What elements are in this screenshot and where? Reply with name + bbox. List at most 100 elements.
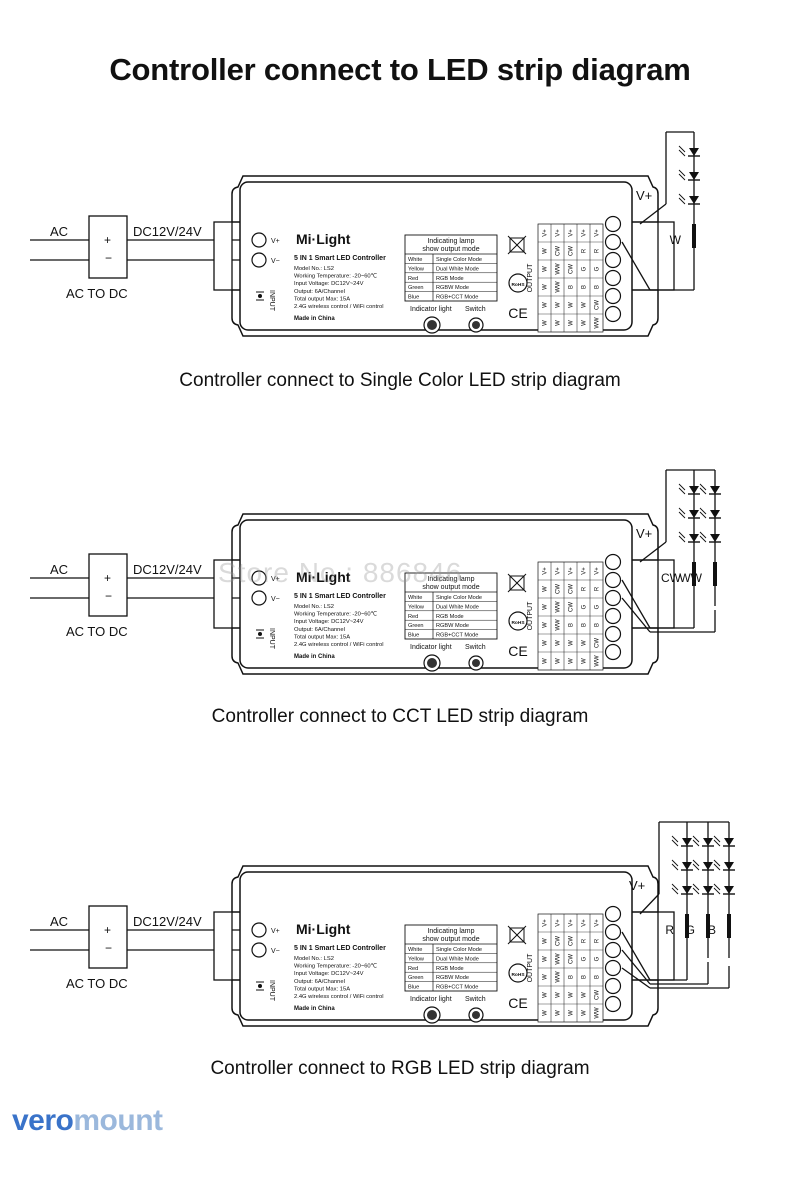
output-grid-cell: R	[582, 248, 588, 253]
channel-resistor	[713, 562, 717, 586]
controller-spec-line: Input Voltage: DC12V~24V	[294, 281, 364, 287]
output-grid-cell: CW	[595, 638, 601, 648]
led-ray	[671, 835, 679, 843]
psu-minus: −	[105, 941, 112, 955]
ce-mark: CE	[508, 643, 527, 659]
input-terminal-minus	[251, 942, 267, 958]
output-terminal	[604, 905, 622, 923]
channel-wire-to-terminal	[621, 579, 651, 629]
switch-label: Switch	[465, 996, 486, 1003]
output-grid-cell: W	[543, 956, 549, 962]
output-grid-cell: V+	[543, 919, 549, 927]
rohs-badge-icon	[508, 611, 528, 631]
switch-core	[472, 659, 480, 667]
indicator-light-core	[427, 320, 437, 330]
led-ray	[678, 511, 686, 519]
controller-spec-line: Working Temperature: -20~60℃	[294, 963, 378, 970]
table-color-cell: Red	[408, 276, 418, 282]
controller-product-name: 5 IN 1 Smart LED Controller	[294, 255, 386, 262]
rohs-badge-icon	[508, 273, 528, 293]
led-ray	[692, 887, 700, 895]
led-ray	[671, 863, 679, 871]
table-header-line1: Indicating lamp	[427, 576, 474, 583]
weee-icon	[509, 575, 525, 591]
output-grid-cell: V+	[595, 567, 601, 575]
led-icon	[703, 838, 713, 846]
output-grid-cell: B	[582, 285, 588, 289]
led-ray	[692, 839, 700, 847]
table-color-cell: White	[408, 947, 422, 953]
output-terminal	[604, 941, 622, 959]
diagram-caption-cct: Controller connect to CCT LED strip diag…	[211, 706, 589, 727]
switch-label: Switch	[465, 644, 486, 651]
table-mode-cell: RGB+CCT Mode	[436, 985, 478, 991]
input-terminal-plus	[251, 232, 267, 248]
diagram-caption-single-color: Controller connect to Single Color LED s…	[179, 370, 621, 391]
channel-label: WW	[679, 571, 702, 585]
output-grid-cell: W	[543, 622, 549, 628]
indicator-light-core	[427, 1010, 437, 1020]
output-grid-cell: V+	[543, 229, 549, 237]
output-terminal	[604, 553, 622, 571]
channel-resistor	[692, 224, 696, 248]
output-terminal	[604, 607, 622, 625]
rgb-wiring-svg: AC+−AC TO DCDC12V/24VV+V−INPUTMi·Light5 …	[30, 821, 735, 1027]
led-ray	[713, 839, 721, 847]
veromount-logo: veromount	[12, 1104, 163, 1138]
led-icon	[689, 534, 699, 542]
weee-cross	[507, 235, 527, 255]
controller-spec-line: Total output Max: 15A	[294, 296, 350, 302]
logo-part-mount: mount	[73, 1104, 163, 1137]
output-grid-cell: B	[582, 623, 588, 627]
output-grid-cell: CW	[595, 990, 601, 1000]
output-grid-cell: V+	[556, 229, 562, 237]
led-ray	[699, 487, 707, 495]
controller-spec-line: Output: 6A/Channel	[294, 979, 345, 985]
table-color-cell: Blue	[408, 633, 419, 639]
psu-plus: +	[104, 571, 111, 585]
led-icon	[710, 534, 720, 542]
output-grid-cell: V+	[569, 567, 575, 575]
channel-wire-to-terminal	[621, 241, 651, 291]
table-mode-cell: RGBW Mode	[436, 623, 469, 629]
output-grid-cell: CW	[556, 246, 562, 256]
led-icon	[703, 886, 713, 894]
output-terminal	[604, 269, 622, 287]
vplus-label: V+	[636, 526, 652, 541]
input-label: INPUT	[268, 980, 275, 1002]
table-mode-cell: RGB+CCT Mode	[436, 633, 478, 639]
led-icon	[710, 510, 720, 518]
input-polarity-dot	[258, 294, 262, 298]
output-terminal	[604, 995, 622, 1013]
output-terminal	[604, 923, 622, 941]
output-grid-cell: WW	[595, 1007, 601, 1019]
switch-label: Switch	[465, 306, 486, 313]
switch-core	[472, 321, 480, 329]
led-ray	[692, 883, 700, 891]
ac-label: AC	[50, 224, 68, 239]
led-ray	[692, 863, 700, 871]
indicator-light-core	[427, 658, 437, 668]
led-icon	[689, 148, 699, 156]
ac-label: AC	[50, 914, 68, 929]
output-grid-cell: W	[569, 1010, 575, 1016]
output-grid-cell: CW	[595, 300, 601, 310]
led-icon	[703, 862, 713, 870]
weee-cross	[507, 573, 527, 593]
led-ray	[699, 507, 707, 515]
output-grid-cell: CW	[569, 264, 575, 274]
output-grid-cell: WW	[556, 619, 562, 631]
psu-plus: +	[104, 233, 111, 247]
channel-label: B	[708, 923, 716, 937]
controller-spec-line: Total output Max: 15A	[294, 986, 350, 992]
channel-resistor	[685, 914, 689, 938]
output-grid-cell: WW	[595, 317, 601, 329]
vplus-label: V+	[636, 188, 652, 203]
dc-label: DC12V/24V	[133, 224, 202, 239]
table-mode-cell: Single Color Mode	[436, 257, 482, 263]
controller-spec-line: Model No.: LS2	[294, 956, 334, 962]
controller-left-tab	[213, 221, 233, 291]
output-grid-cell: W	[582, 302, 588, 308]
